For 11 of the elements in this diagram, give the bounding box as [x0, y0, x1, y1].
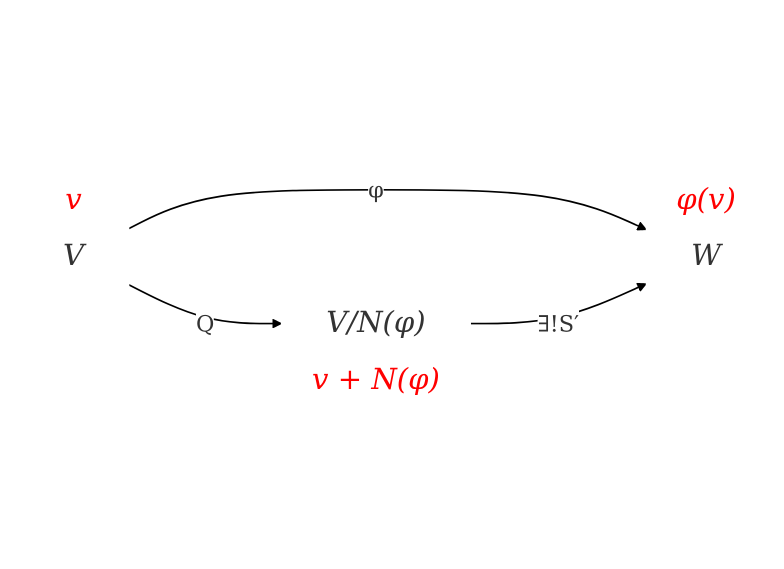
arrow — [128, 188, 647, 230]
node-text: W — [691, 239, 722, 273]
edge-label: φ — [368, 176, 384, 204]
node-text: V — [62, 239, 84, 273]
edge-label: Q — [196, 310, 214, 337]
edge-label: ∃!S′ — [538, 310, 580, 337]
arrow — [128, 284, 282, 328]
node-text: V/N(φ) — [326, 306, 426, 340]
node-annotation: v — [65, 182, 82, 216]
node-annotation: v + N(φ) — [312, 362, 440, 396]
node-annotation: φ(v) — [676, 182, 736, 216]
